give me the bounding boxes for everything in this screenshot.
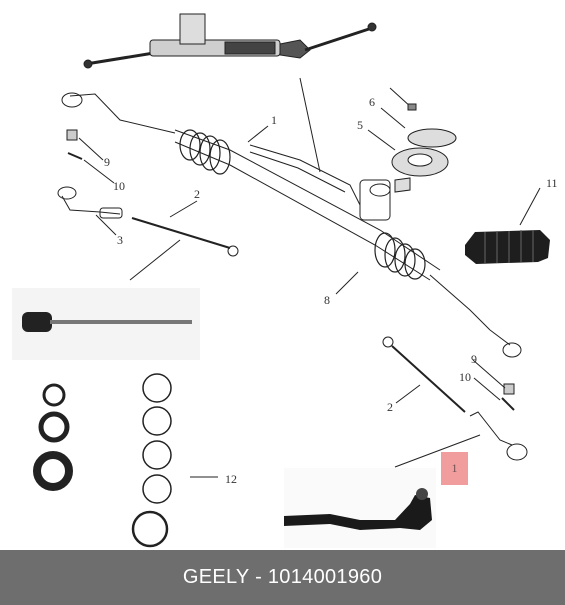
steering-rack-assembly-photo [83,13,377,69]
tie-rod-end-photo [284,468,436,548]
callout-12: 12 [225,472,237,486]
part-10-pin-left [67,152,83,160]
part-11-rack-boot [465,230,550,264]
leader-line [299,77,321,173]
callout-3: 3 [117,233,123,247]
rack-housing-drawing [61,92,522,358]
part-3-tie-rod-end-left [57,186,123,219]
part-number-text: GEELY - 1014001960 [182,566,383,588]
callout-2-top: 2 [194,187,200,201]
leader-lines [78,107,506,404]
callout-8: 8 [324,293,330,307]
callout-11: 11 [546,176,558,190]
leader-line [129,239,181,281]
callout-1-highlight: 1 [441,452,468,485]
part-12-seal-kit [33,373,172,548]
leader-line [394,434,481,468]
part-2-inner-tie-rod-bottom [382,336,466,413]
leader-line [519,187,541,226]
callout-10-right: 10 [459,370,471,384]
callout-9-left: 9 [104,155,110,169]
callout-2-bottom: 2 [387,400,393,414]
part-1-tie-rod-end-right [469,411,528,461]
part-2-inner-tie-rod-top [131,217,239,257]
part-number-banner: GEELY - 1014001960 [0,550,565,605]
steering-rack-exploded-diagram: 1 2 3 5 6 8 9 10 11 2 9 10 12 [12,13,558,548]
callout-1-top: 1 [271,113,277,127]
part-9-nut-right [503,383,515,395]
callout-10-left: 10 [113,179,125,193]
callout-5: 5 [357,118,363,132]
part-5-mount-bushing [391,128,457,193]
callout-6: 6 [369,95,375,109]
part-9-nut-left [66,129,78,141]
part-10-pin-right [501,397,515,411]
inner-tie-rod-photo [12,288,200,360]
callout-9-right: 9 [471,352,477,366]
part-6-bolt [389,87,417,111]
